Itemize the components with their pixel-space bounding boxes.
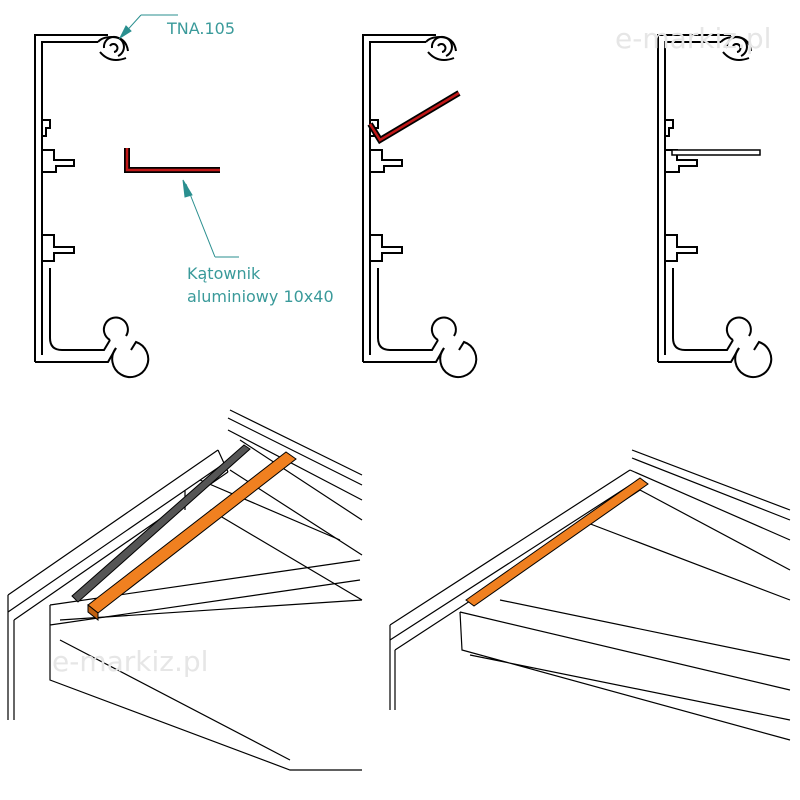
angle-label-line2: aluminiowy 10x40 [187, 287, 334, 306]
profile-label: TNA.105 [167, 19, 236, 38]
install-view-1 [7, 409, 363, 771]
angle-bar-orange-1 [87, 451, 297, 614]
install-view-2 [389, 449, 791, 741]
profile-section-3 [657, 34, 773, 379]
angle-section-1 [124, 148, 220, 173]
rail-bar-gray [71, 444, 251, 603]
angle-section-3 [671, 149, 761, 156]
angle-bar-orange-2 [465, 477, 649, 607]
watermark-bottom: e-markiz.pl [52, 645, 209, 678]
watermark-top: e-markiz.pl [615, 22, 772, 55]
profile-section-2 [362, 34, 478, 379]
angle-label-line1: Kątownik [187, 264, 261, 283]
profile-section-1 [34, 34, 150, 379]
annotation-leaders [118, 14, 239, 258]
